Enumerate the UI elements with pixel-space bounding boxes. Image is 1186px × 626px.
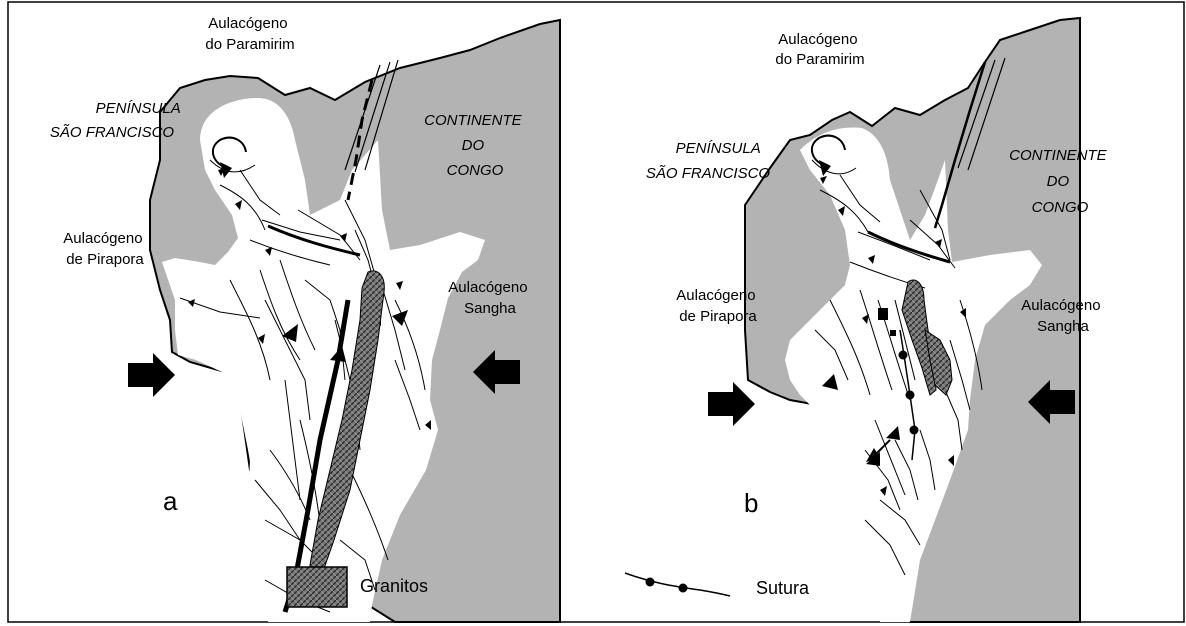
legend-sutura-label: Sutura: [756, 578, 810, 598]
panel-b: [708, 18, 1080, 622]
legend-suture-line: [625, 573, 730, 596]
label-peninsula-b: PENÍNSULA SÃO FRANCISCO: [646, 140, 771, 182]
panel-letter-b: b: [744, 488, 758, 518]
legend-granite-swatch: [287, 567, 347, 607]
label-pirapora-a: Aulacógeno de Pirapora: [63, 230, 146, 268]
legend-suture-dot-1: [646, 578, 655, 587]
label-paramirim-b: Aulacógeno do Paramirim: [775, 31, 864, 68]
panel-letter-a: a: [163, 486, 178, 516]
big-arrow-left: [708, 382, 755, 426]
legend-granitos-label: Granitos: [360, 576, 428, 596]
big-arrow-left: [128, 353, 175, 397]
panel-a: [128, 20, 560, 622]
legend-suture-dot-2: [679, 584, 688, 593]
label-paramirim-a: Aulacógeno do Paramirim: [205, 15, 294, 53]
